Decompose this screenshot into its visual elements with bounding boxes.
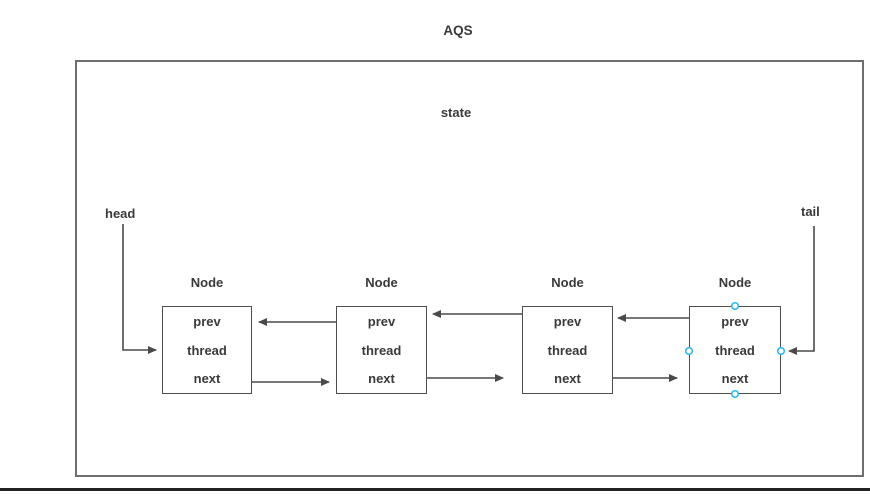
node-box[interactable]: prev thread next [162, 306, 252, 394]
selection-handle-right[interactable] [776, 346, 786, 356]
node-field-next[interactable]: next [554, 371, 581, 387]
node-field-prev[interactable]: prev [367, 313, 396, 329]
node-title[interactable]: Node [365, 275, 398, 290]
aqs-container-box[interactable] [75, 60, 864, 477]
selection-handle-bottom[interactable] [730, 389, 740, 399]
head-arrow[interactable] [122, 224, 157, 354]
node-field-thread[interactable]: thread [361, 342, 402, 358]
node-box[interactable]: prev thread next [689, 306, 781, 394]
tail-arrow[interactable] [788, 226, 815, 355]
state-label[interactable]: state [440, 105, 472, 120]
node-title[interactable]: Node [718, 275, 752, 290]
head-pointer-label[interactable]: head [105, 206, 136, 221]
node-field-next[interactable]: next [721, 371, 749, 387]
node-field-thread[interactable]: thread [547, 342, 588, 358]
node-field-prev[interactable]: prev [553, 313, 582, 329]
tail-pointer-label[interactable]: tail [801, 204, 820, 219]
selection-handle-left[interactable] [684, 346, 694, 356]
node-title[interactable]: Node [190, 275, 224, 290]
node-field-thread[interactable]: thread [187, 342, 227, 358]
node-box[interactable]: prev thread next [336, 306, 427, 394]
bottom-rule [0, 488, 870, 491]
diagram-title[interactable]: AQS [443, 23, 473, 38]
node-field-next[interactable]: next [193, 371, 221, 387]
selection-handles [684, 301, 786, 399]
node-field-prev[interactable]: prev [721, 313, 749, 329]
node-title[interactable]: Node [551, 275, 584, 290]
selection-handle-top[interactable] [730, 301, 740, 311]
node-box[interactable]: prev thread next [522, 306, 613, 394]
node-field-prev[interactable]: prev [193, 313, 221, 329]
node-field-next[interactable]: next [368, 371, 395, 387]
node-field-thread[interactable]: thread [715, 342, 755, 358]
